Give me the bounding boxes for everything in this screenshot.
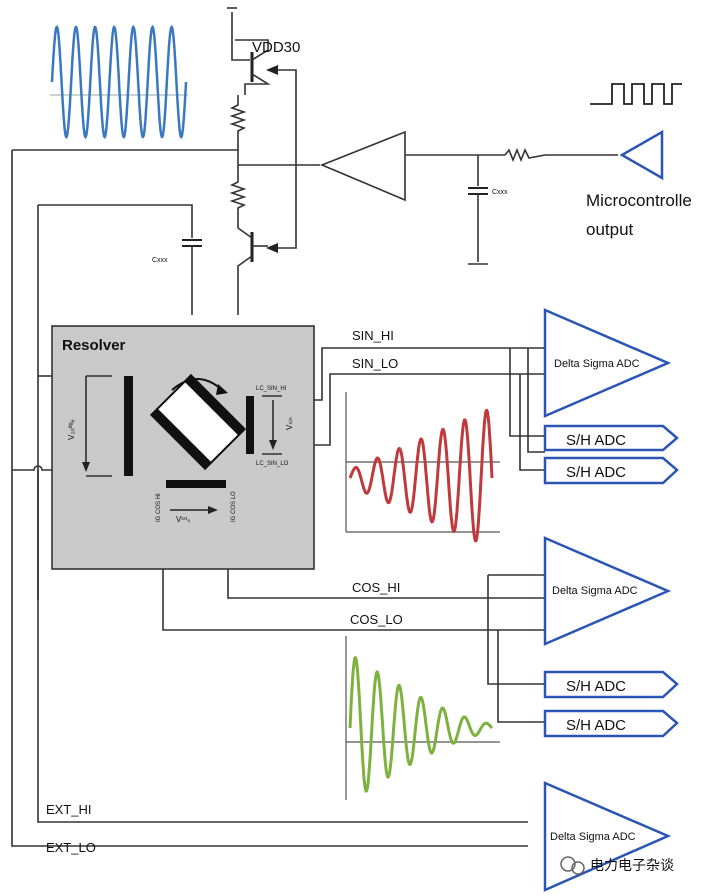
v-bridge-label: V₂ᵣᵢᵈᵍₑ <box>67 419 76 440</box>
adc-delta-sigma-sin: Delta Sigma ADC <box>543 308 672 418</box>
cos-wiring <box>162 569 545 723</box>
cos-waveform <box>345 636 500 800</box>
pwm-square-wave <box>590 83 682 105</box>
cap-left-label: Cxxx <box>152 257 168 264</box>
mcu-label-line1: Microcontrolle <box>586 191 692 210</box>
resolver-title: Resolver <box>62 337 126 354</box>
sh-adc-label: S/H ADC <box>566 678 626 695</box>
ext-hi-label: EXT_HI <box>46 802 92 817</box>
vdd-label: VDD30 <box>252 39 300 56</box>
mcu-label-line2: output <box>586 220 634 239</box>
rotor <box>149 373 247 471</box>
sin-wiring <box>314 347 545 471</box>
excitation-sine-curve <box>50 24 188 140</box>
sh-adc-label: S/H ADC <box>566 464 626 481</box>
sh-adc-label: S/H ADC <box>566 432 626 449</box>
v-cos-label: Vᶜᵒₛ <box>176 515 190 524</box>
v-sin-label: Vₛᵢₙ <box>285 417 294 430</box>
watermark: 电力电子杂谈 <box>560 856 674 875</box>
resolver-block: Resolver V₂ᵣᵢᵈᵍₑ Vₛᵢₙ LC_SIN_HI LC_SIN_L… <box>51 325 315 570</box>
adc-delta-sigma-cos: Delta Sigma ADC <box>543 536 672 646</box>
delta-sigma-adc-label: Delta Sigma ADC <box>550 831 636 843</box>
adc-delta-sigma-ext: Delta Sigma ADC <box>543 781 672 892</box>
cap-right-label: Cxxx <box>492 189 508 196</box>
delta-sigma-adc-label: Delta Sigma ADC <box>554 358 640 370</box>
sin-hi-label: SIN_HI <box>352 328 394 343</box>
power-stage: Cxxx <box>37 7 320 600</box>
sin-output-curve <box>348 408 494 543</box>
cos-hi-label: COS_HI <box>352 580 400 595</box>
delta-sigma-adc-label: Delta Sigma ADC <box>552 585 638 597</box>
lc-sin-lo-label: LC_SIN_LO <box>256 461 289 467</box>
lc-cos-lo-label: IG COS LO <box>231 491 237 522</box>
microcontroller-input-triangle <box>619 129 664 181</box>
adc-sh-cos-1: S/H ADC <box>543 670 679 699</box>
lc-cos-hi-label: IG COS HI <box>156 493 162 522</box>
output-buffer: Cxxx <box>319 83 682 265</box>
sin-waveform <box>345 392 500 543</box>
excitation-waveform <box>50 24 188 140</box>
lc-sin-hi-label: LC_SIN_HI <box>256 386 287 392</box>
adc-sh-cos-2: S/H ADC <box>543 709 679 738</box>
watermark-text: 电力电子杂谈 <box>590 857 674 873</box>
sh-adc-label: S/H ADC <box>566 717 626 734</box>
adc-sh-sin-2: S/H ADC <box>543 456 679 485</box>
adc-sh-sin-1: S/H ADC <box>543 424 679 452</box>
sin-lo-label: SIN_LO <box>352 356 398 371</box>
ext-lo-label: EXT_LO <box>46 840 96 855</box>
cos-output-curve <box>348 655 494 793</box>
cos-lo-label: COS_LO <box>350 612 403 627</box>
